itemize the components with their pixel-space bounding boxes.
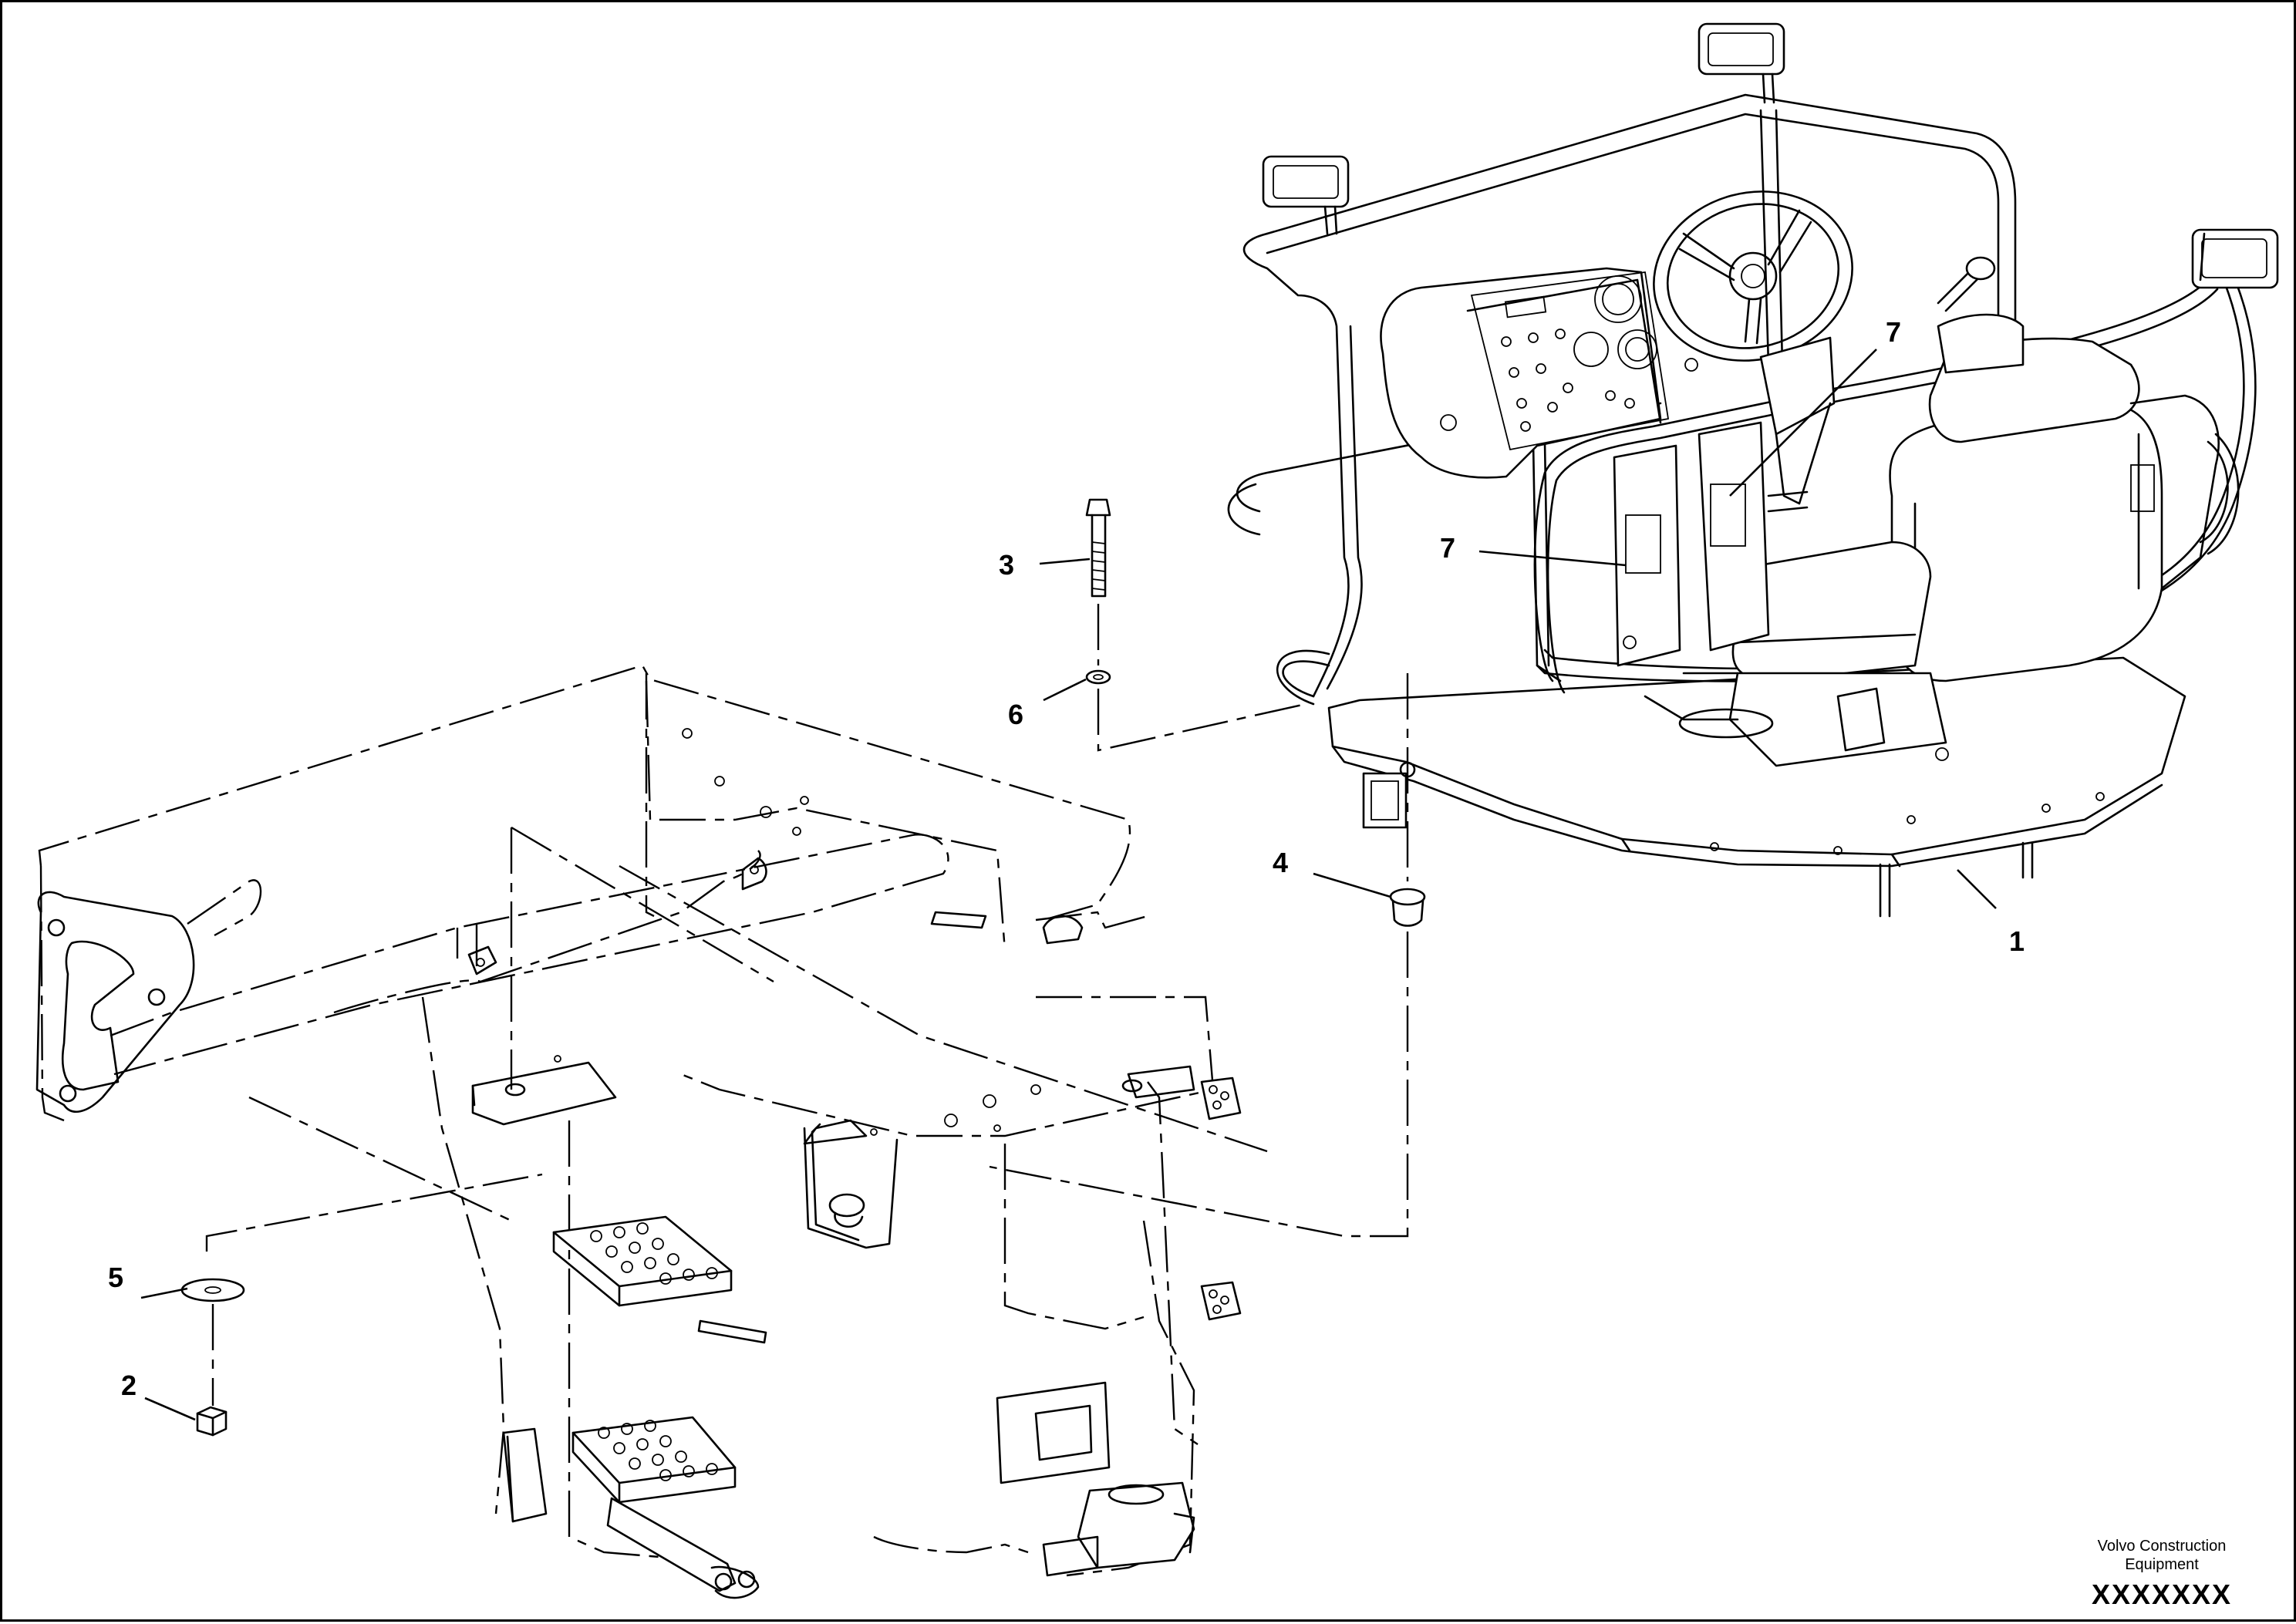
work-lamp-top [1698,22,1785,104]
front-bumper [35,891,195,1113]
decal-placeholder [1710,483,1746,547]
washer-item-6 [1085,669,1111,685]
operator-station-assembly [1227,22,2279,918]
work-lamp-left [1262,155,1350,235]
mounting-stud [1879,863,1891,918]
control-lever [1937,267,1982,312]
chassis-cross-beam [110,834,949,1076]
callout-6: 6 [1008,699,1024,730]
isolator-item-4 [1389,888,1426,927]
roll-bar-vertical [1759,109,1784,366]
callout-3: 3 [999,549,1015,581]
company-name-line1: Volvo Construction [2097,1538,2227,1555]
instrument-panel [1470,271,1670,451]
company-name-line2: Equipment [2125,1556,2199,1573]
decal-placeholder [1625,514,1661,574]
roll-bar-left [1276,649,1330,706]
steering-column [1759,336,1836,436]
mount-bracket [741,857,767,891]
front-hoop [1533,278,2210,682]
mount-bracket [467,945,497,975]
nut-item-2 [196,1406,228,1437]
callout-4: 4 [1273,847,1289,878]
work-lamp-right [2191,228,2279,289]
title-block: Volvo Construction Equipment XXXXXXX [2046,1537,2277,1611]
chassis-frame [35,664,1242,1599]
side-panel [1698,421,1770,652]
step-right-upper [1200,1076,1242,1120]
callout-1: 1 [2009,925,2025,957]
mount-pad-right [1127,1065,1195,1099]
gauge-icon [1617,329,1657,369]
step-upper [552,1215,733,1307]
seat-back [1889,402,2163,682]
rear-box [502,1427,548,1523]
articulation-pivot [1077,1481,1195,1569]
callout-7-lower: 7 [1440,532,1456,564]
drawing-number: XXXXXXX [2091,1579,2233,1610]
roll-bar-side [1242,232,1350,698]
chassis-deck [680,996,1215,1137]
step-lower [571,1416,737,1504]
callout-7-upper: 7 [1886,316,1902,348]
leader-lines [140,349,1997,1421]
gauge-icon [1594,275,1642,323]
dashboard-console [1380,267,1698,479]
roll-bar-top [1266,93,2017,436]
mounting-stud [2021,841,2034,879]
articulation-box [996,1381,1111,1484]
drop-link [606,1497,737,1592]
side-panel [1613,444,1681,667]
washer-item-5 [180,1278,245,1302]
ignition-icon [1573,332,1609,367]
seat-base [1728,672,1947,767]
callout-5: 5 [108,1262,124,1293]
chassis-top-plate [38,664,1131,922]
mount-pad-left [471,1061,617,1126]
center-bracket [803,1127,899,1249]
step-right-lower [1200,1281,1242,1321]
bolt-item-3 [1085,498,1111,598]
chassis-rear-wall [645,680,1006,952]
assembly-centerlines [205,604,1409,1406]
callout-2: 2 [121,1370,137,1401]
